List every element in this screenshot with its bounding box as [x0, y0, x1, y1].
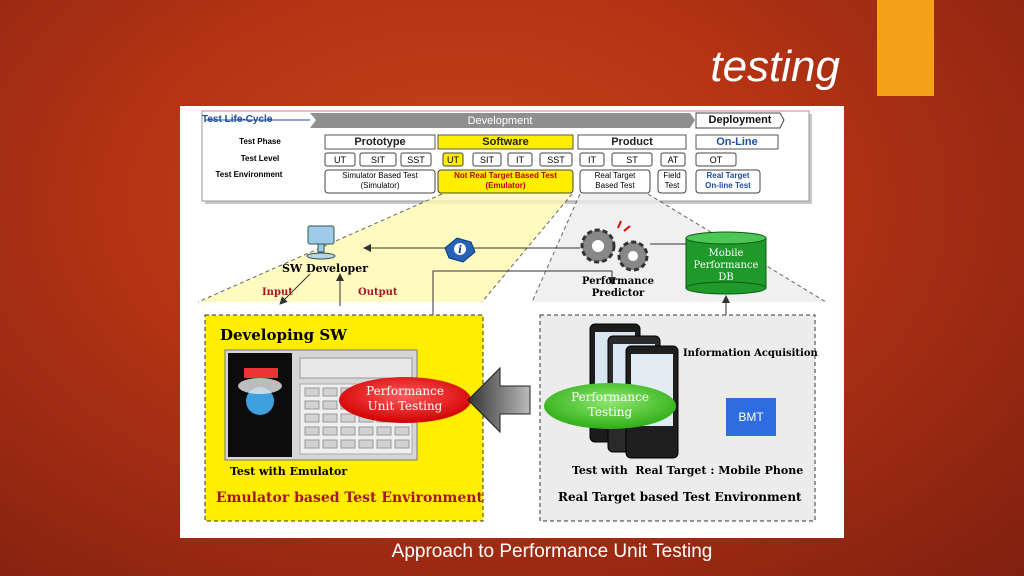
level-ut-1: UT: [334, 155, 346, 165]
info-icon: i: [444, 237, 476, 263]
input-label: Input: [262, 287, 293, 298]
unit-testing-line2: Unit Testing: [367, 399, 443, 413]
level-sit-1: SIT: [370, 155, 385, 165]
input-arrow: [279, 273, 311, 305]
perf-testing-label: Performance Testing: [550, 390, 670, 420]
env-emulator-box: [437, 169, 574, 194]
output-label: Output: [358, 287, 398, 298]
phase-online: On-Line: [716, 136, 758, 148]
db-label: Mobile Performance DB: [686, 248, 766, 284]
slide-caption: Approach to Performance Unit Testing: [391, 541, 713, 562]
db-line2: Performance: [693, 260, 759, 271]
test-with-emulator-label: Test with Emulator: [230, 465, 348, 478]
diagram: i: [180, 106, 844, 538]
deployment-band: [695, 112, 785, 129]
env-field: Field Test: [658, 171, 686, 191]
development-label: Development: [467, 115, 533, 127]
unit-testing-oval: [339, 377, 471, 423]
perf-testing-line2: Testing: [587, 405, 633, 419]
lifecycle-heading: Test Life-Cycle: [202, 114, 273, 125]
predictor-label: Performance Predictor: [578, 276, 658, 300]
bmt-box: [726, 398, 776, 436]
level-it-2: IT: [588, 155, 596, 165]
phase-software-box: [437, 134, 574, 150]
env-real-target: Real Target Based Test: [580, 171, 650, 191]
phase-online-box: [695, 134, 779, 150]
sw-developer-icon: [306, 225, 336, 260]
perf-testing-line1: Performance: [571, 390, 649, 404]
env-field-line1: Field: [663, 171, 681, 180]
env-field-box: [657, 169, 687, 194]
diagram-graphics: i: [197, 110, 827, 522]
svg-text:i: i: [458, 245, 462, 256]
bmt-label: BMT: [738, 410, 764, 424]
phase-prototype: Prototype: [354, 136, 406, 148]
env-real-target-line1: Real Target: [594, 171, 636, 180]
row-label-phase: Test Phase: [239, 137, 281, 146]
env-real-target-box: [579, 169, 651, 194]
row-label-env: Test Environment: [215, 170, 283, 179]
accent-rectangle: [877, 0, 934, 96]
phase-product: Product: [611, 136, 653, 148]
level-boxes: [324, 152, 737, 167]
test-with-phone-label: Test with Real Target : Mobile Phone: [572, 464, 804, 477]
development-band: [310, 113, 695, 128]
emulator-env-title: Emulator based Test Environment: [216, 490, 483, 506]
level-at: AT: [667, 155, 679, 165]
env-simulator-line2: (Simulator): [360, 181, 400, 190]
env-online: Real Target On-line Test: [696, 171, 760, 191]
phase-software: Software: [482, 136, 529, 148]
unit-testing-label: Performance Unit Testing: [340, 384, 470, 414]
env-real-target-line2: Based Test: [595, 181, 635, 190]
level-ut-2: UT: [447, 155, 459, 165]
env-emulator-line1: Not Real Target Based Test: [454, 171, 557, 180]
predictor-line2: Predictor: [591, 288, 645, 299]
db-line3: DB: [718, 272, 734, 283]
level-ot: OT: [709, 155, 723, 165]
env-simulator-box: [324, 169, 436, 194]
predictor-line1: Performance: [582, 276, 654, 287]
slide-title: testing: [710, 42, 840, 91]
db-line1: Mobile: [708, 248, 744, 259]
row-label-level: Test Level: [240, 154, 280, 163]
perf-testing-oval: [544, 383, 676, 429]
env-simulator: Simulator Based Test (Simulator): [325, 171, 435, 191]
env-emulator-line2: (Emulator): [485, 181, 526, 190]
env-emulator: Not Real Target Based Test (Emulator): [438, 171, 573, 191]
level-sst-1: SST: [407, 155, 425, 165]
env-online-line2: On-line Test: [705, 181, 751, 190]
gear-icon: [580, 220, 649, 272]
env-simulator-line1: Simulator Based Test: [342, 171, 418, 180]
level-sit-2: SIT: [479, 155, 494, 165]
sw-developer-label: SW Developer: [281, 262, 369, 275]
phase-product-box: [577, 134, 687, 150]
unit-testing-line1: Performance: [366, 384, 444, 398]
phase-prototype-box: [324, 134, 436, 150]
deployment-label: Deployment: [708, 114, 772, 126]
big-arrow: [467, 366, 531, 434]
database-icon: [685, 231, 767, 295]
env-field-line2: Test: [664, 181, 680, 190]
info-acquisition-label: Information Acquisition: [683, 348, 818, 359]
target-env-title: Real Target based Test Environment: [558, 490, 802, 504]
level-st: ST: [626, 155, 638, 165]
level-sst-2: SST: [547, 155, 565, 165]
env-online-box: [695, 169, 761, 194]
level-it-1: IT: [516, 155, 524, 165]
developing-sw-label: Developing SW: [220, 326, 347, 344]
env-online-line1: Real Target: [706, 171, 750, 180]
